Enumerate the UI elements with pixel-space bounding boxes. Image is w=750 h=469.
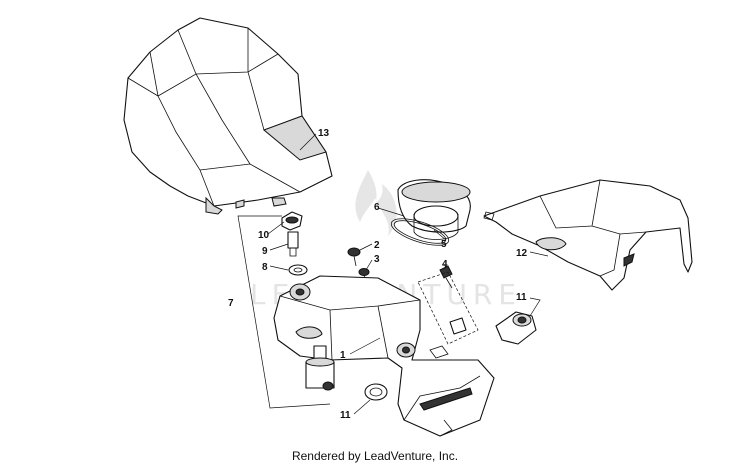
callout-13[interactable]: 13: [318, 128, 330, 139]
callouts: 13 6 10 9 8 7 2 3 5 4 1 11 12 11: [228, 128, 528, 421]
assembly-bracket-7: [237, 215, 331, 409]
callout-8[interactable]: 8: [262, 262, 268, 273]
callout-2[interactable]: 2: [374, 240, 380, 251]
housing-part[interactable]: [273, 275, 495, 437]
console-cover-part[interactable]: [483, 179, 693, 291]
callout-4[interactable]: 4: [442, 259, 448, 270]
callout-9[interactable]: 9: [262, 246, 268, 257]
footer-credit: Rendered by LeadVenture, Inc.: [291, 449, 459, 463]
leader-lines: [267, 133, 549, 415]
callout-11-right[interactable]: 11: [516, 292, 527, 303]
ignition-shaft-part[interactable]: [287, 231, 299, 257]
gauge-part[interactable]: [397, 179, 471, 240]
callout-6[interactable]: 6: [374, 202, 380, 213]
key-part[interactable]: [281, 211, 303, 231]
callout-5[interactable]: 5: [441, 239, 447, 250]
ignition-switch-part[interactable]: [305, 345, 335, 391]
power-socket-part[interactable]: [495, 311, 537, 345]
callout-10[interactable]: 10: [258, 230, 270, 241]
screw-part-2[interactable]: [347, 247, 361, 267]
nut-part-bottom[interactable]: [364, 383, 388, 401]
gauge-ring-part[interactable]: [388, 213, 451, 251]
callout-3[interactable]: 3: [374, 254, 380, 265]
callout-1[interactable]: 1: [340, 350, 346, 361]
callout-12[interactable]: 12: [516, 248, 528, 259]
connector-part: [417, 271, 479, 345]
callout-7[interactable]: 7: [228, 298, 234, 309]
windshield-part[interactable]: [123, 17, 333, 215]
washer-part[interactable]: [288, 264, 308, 276]
callout-11-bottom[interactable]: 11: [340, 410, 351, 421]
